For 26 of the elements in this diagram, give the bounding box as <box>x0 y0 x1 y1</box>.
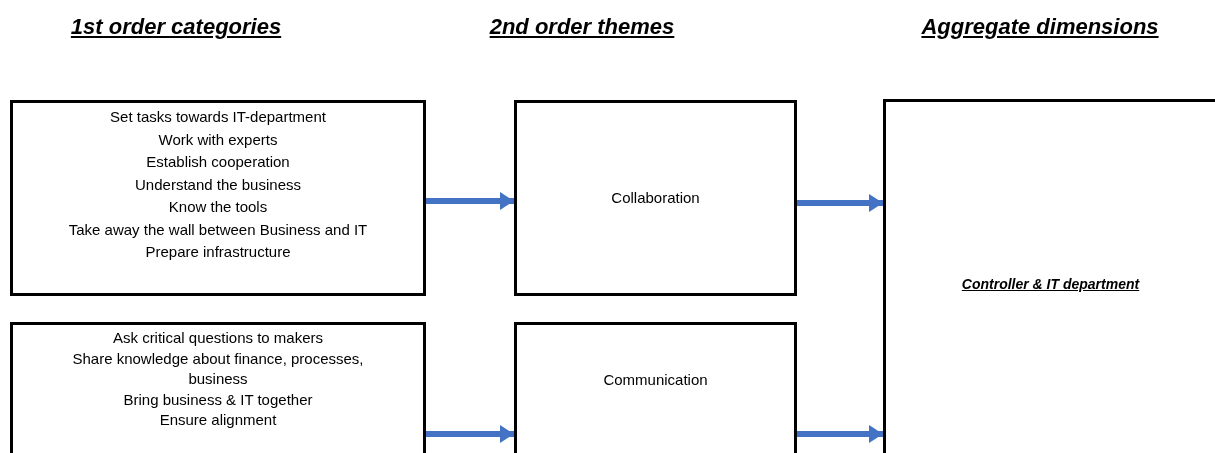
category-text: Take away the wall between Business and IT <box>68 219 368 240</box>
category-text: Know the tools <box>168 197 268 217</box>
dimension-box <box>883 99 1215 453</box>
category-text: Ensure alignment <box>159 410 277 430</box>
category-text: Ask critical questions to makers <box>112 328 324 348</box>
category-text: Share knowledge about finance, processes, business <box>71 348 365 389</box>
category-text: Understand the business <box>135 174 301 195</box>
category-text: Work with experts <box>158 129 278 150</box>
category-text: Establish cooperation <box>146 152 290 172</box>
column-heading: Aggregate dimensions <box>921 14 1159 40</box>
dimension-label: Controller & IT department <box>961 275 1140 294</box>
block-arrow <box>797 425 883 443</box>
category-text: Bring business & IT together <box>123 389 313 410</box>
category-text: Prepare infrastructure <box>145 242 291 262</box>
column-heading: 2nd order themes <box>489 14 675 40</box>
category-box <box>10 100 426 296</box>
theme-box <box>514 322 797 453</box>
column-heading: 1st order categories <box>70 14 282 40</box>
category-box <box>10 322 426 453</box>
block-arrow <box>426 425 514 443</box>
block-arrow <box>426 192 514 210</box>
theme-box <box>514 100 797 296</box>
category-text: Set tasks towards IT-department <box>110 107 326 127</box>
theme-label: Communication <box>603 370 708 390</box>
theme-label: Collaboration <box>611 188 700 208</box>
block-arrow <box>797 194 883 212</box>
